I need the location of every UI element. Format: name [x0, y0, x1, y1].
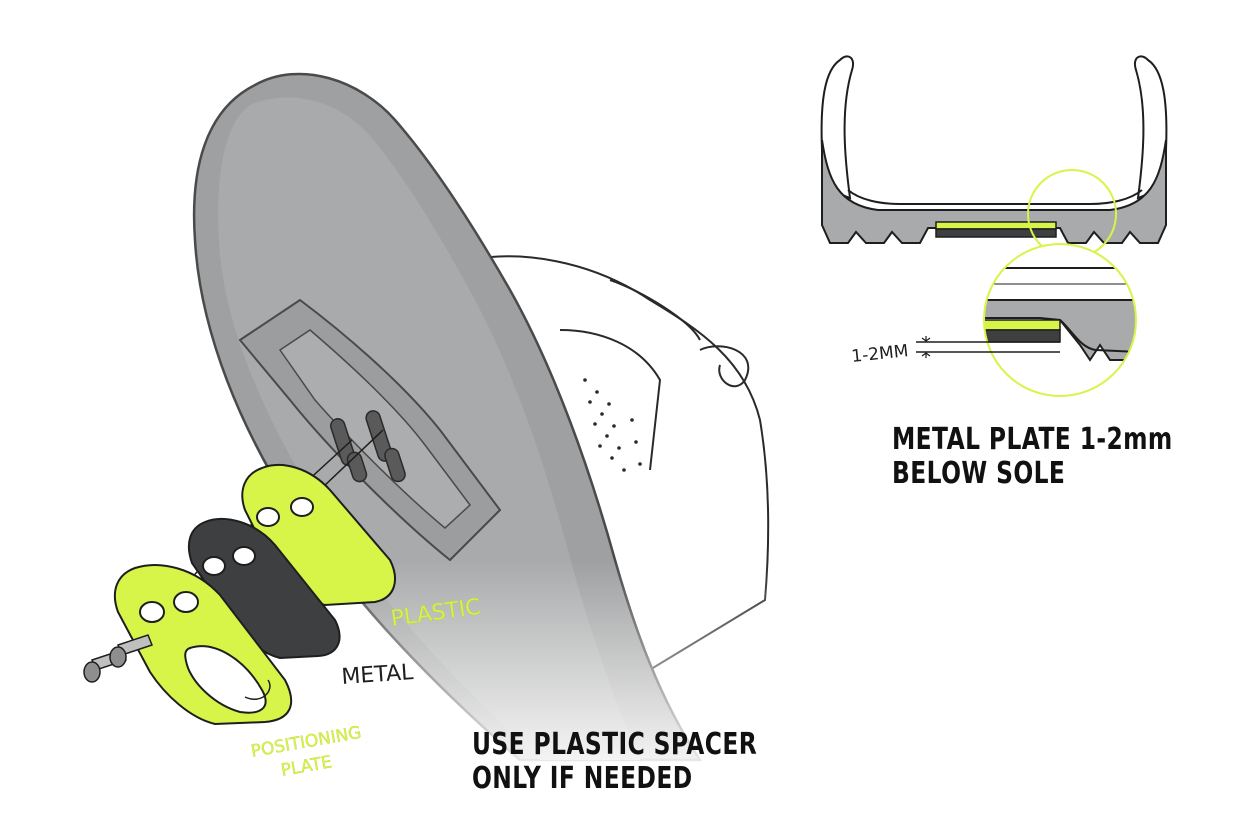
- section-plate-metal: [935, 228, 1057, 238]
- gap-label: 1-2MM: [850, 341, 909, 367]
- shoe-illustration: [180, 72, 800, 790]
- spacer-caption-line2: ONLY IF NEEDED: [472, 761, 693, 796]
- zoom-detail: 1-2MM: [850, 243, 1137, 397]
- lace: [699, 345, 749, 388]
- outsole: [821, 139, 1167, 244]
- perforations: [583, 378, 642, 472]
- shoe-wall-right: [1134, 55, 1168, 200]
- insole: [847, 189, 1143, 205]
- section-plate-lime: [935, 221, 1057, 230]
- metal-plate: [187, 518, 341, 660]
- screws: [83, 634, 153, 683]
- plate-caption-line1: METAL PLATE 1-2mm: [892, 422, 1173, 457]
- shoe-wall-left: [820, 55, 854, 200]
- upper-seam-2: [609, 279, 701, 341]
- upper-seam: [559, 329, 662, 471]
- sole-slots: [329, 410, 406, 483]
- positioning-plate: [113, 564, 293, 726]
- plastic-label: PLASTIC: [389, 595, 482, 632]
- spacer-caption-line1: USE PLASTIC SPACER: [472, 727, 758, 762]
- sole-cross-section: [820, 55, 1168, 259]
- plate-caption-line2: BELOW SOLE: [892, 456, 1066, 491]
- metal-label: METAL: [341, 660, 415, 690]
